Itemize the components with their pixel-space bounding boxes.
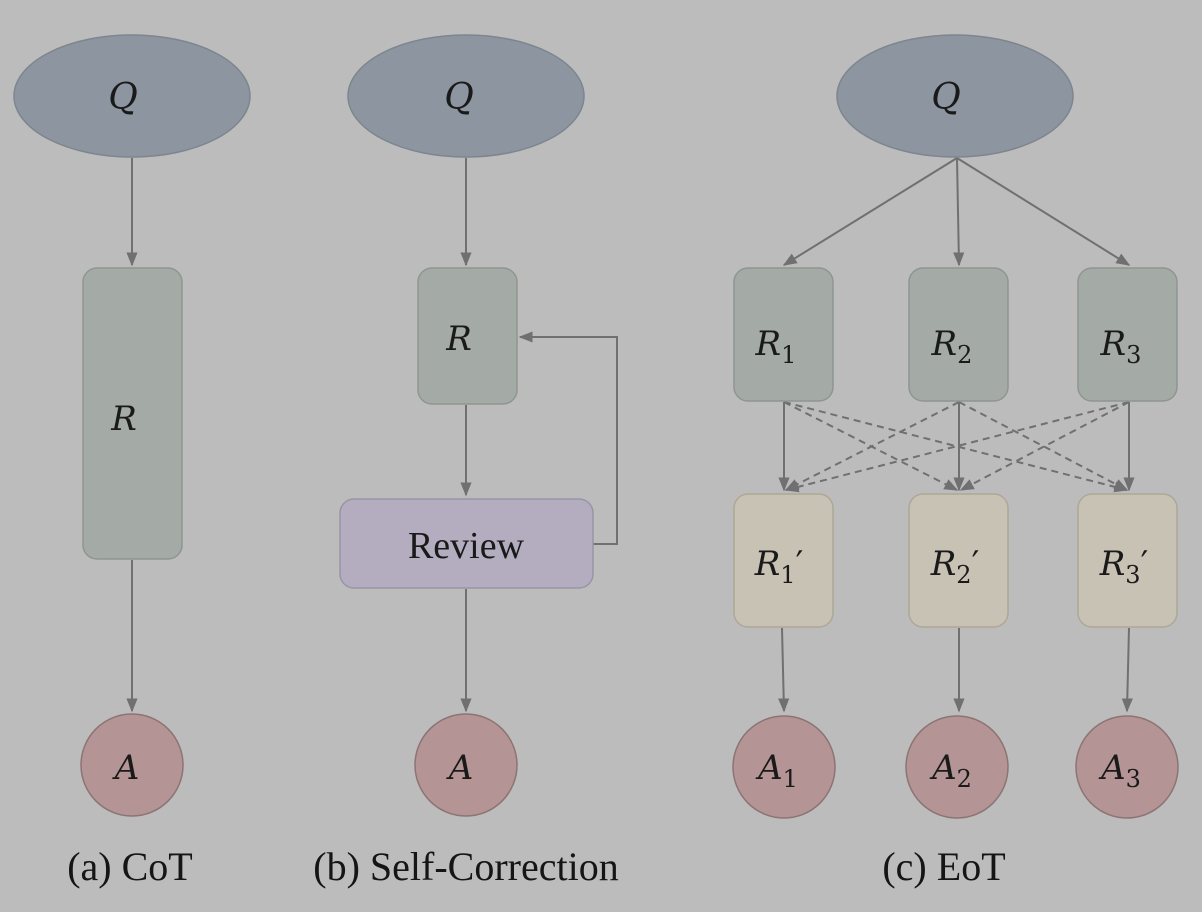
edge-eot-q-to-r2 (953, 157, 965, 267)
cot-reasoning-label: R (110, 399, 137, 439)
edge-eot-r1p-to-a1 (778, 627, 790, 713)
eot-refined-node (733, 493, 834, 628)
edge-eot-r2-to-r1p-dashed (784, 401, 960, 491)
edge-sc-review-feedback (518, 331, 618, 545)
sc-reasoning-label: R (445, 319, 472, 359)
edge-eot-q-to-r3 (956, 157, 1131, 266)
panel-self-correction: Q R Review A (b) Self-Correction (313, 34, 619, 889)
cot-answer-label: A (112, 748, 140, 788)
sc-reasoning-node (417, 267, 518, 405)
eot-reasoner-label: R3 (1100, 324, 1142, 369)
cot-question-node (13, 34, 251, 158)
eot-refined-label: R1′ (754, 544, 804, 589)
eot-refined-label: R3′ (1099, 544, 1149, 589)
cot-question-label: Q (108, 77, 138, 118)
sc-caption: (b) Self-Correction (313, 844, 618, 889)
eot-answer-label: A2 (929, 748, 972, 793)
eot-refined-label: R2′ (930, 544, 980, 589)
eot-caption: (c) EoT (882, 844, 1005, 889)
eot-question-node (836, 34, 1074, 158)
eot-reasoner-node (733, 267, 834, 402)
sc-answer-label: A (446, 748, 474, 788)
edge-eot-r3p-to-a3 (1121, 627, 1133, 713)
edge-eot-q-to-r1 (782, 157, 958, 266)
eot-question-label: Q (931, 77, 961, 118)
sc-review-label: Review (408, 525, 525, 567)
edge-eot-r3-to-r2p-dashed (959, 401, 1130, 491)
eot-answer-node (905, 715, 1009, 819)
eot-refined-node (1077, 493, 1178, 628)
sc-question-node (347, 34, 585, 158)
eot-answer-label: A3 (1098, 748, 1141, 793)
eot-answer-node (732, 715, 836, 819)
cot-caption: (a) CoT (67, 844, 193, 889)
cot-answer-node (80, 713, 184, 817)
eot-reasoner-node (908, 267, 1009, 402)
eot-reasoner-label: R1 (755, 324, 797, 369)
sc-review-node (339, 498, 594, 589)
eot-reasoner-label: R2 (931, 324, 973, 369)
cot-reasoning-node (82, 267, 183, 560)
eot-reasoner-node (1077, 267, 1178, 402)
panel-cot: Q R A (a) CoT (13, 34, 251, 889)
eot-answer-label: A1 (755, 748, 798, 793)
sc-answer-node (414, 713, 518, 817)
sc-question-label: Q (444, 77, 474, 118)
panel-eot: Q R1 R2 R3 R1′ R2′ R3′ A1 A2 A3 (c) EoT (732, 34, 1179, 889)
eot-answer-node (1075, 715, 1179, 819)
eot-refined-node (908, 493, 1009, 628)
edge-eot-r2-to-r3p-dashed (958, 401, 1129, 491)
